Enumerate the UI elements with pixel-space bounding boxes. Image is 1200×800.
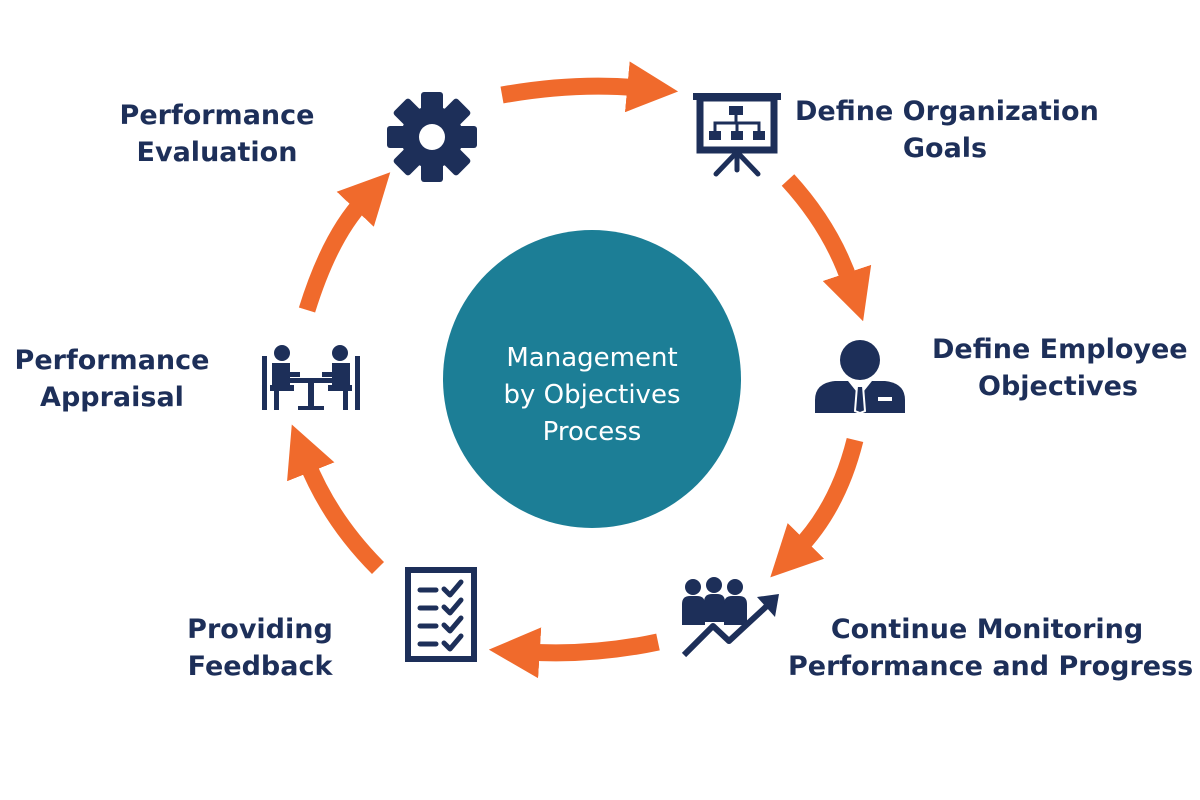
- step-label-define-employee-objectives: Define Employee Objectives: [932, 331, 1188, 405]
- arrow-monitoring-to-feedback: [488, 627, 660, 679]
- step-label-line: Performance: [119, 100, 315, 131]
- center-title-line: Process: [542, 417, 642, 447]
- step-label-line: Define Employee: [932, 334, 1188, 365]
- step-label-performance-evaluation: Performance Evaluation: [118, 97, 316, 171]
- center-circle: Management by Objectives Process: [443, 230, 741, 528]
- center-title: Management by Objectives Process: [443, 340, 741, 451]
- step-label-line: Appraisal: [40, 382, 184, 413]
- step-label-line: Objectives: [978, 371, 1138, 402]
- center-title-line: by Objectives: [503, 380, 681, 410]
- step-label-line: Define Organization: [795, 96, 1099, 127]
- step-label-define-organization-goals: Define Organization Goals: [795, 93, 1099, 167]
- employee-icon: [815, 340, 905, 415]
- arrow-employee-to-monitoring: [770, 437, 864, 578]
- step-label-line: Continue Monitoring: [830, 614, 1144, 645]
- step-label-continue-monitoring: Continue Monitoring Performance and Prog…: [788, 611, 1194, 685]
- center-title-line: Management: [506, 343, 678, 373]
- arrow-evaluation-to-goals: [500, 61, 679, 113]
- gear-icon: [387, 92, 477, 182]
- arrow-appraisal-to-evaluation: [298, 172, 391, 313]
- arrow-feedback-to-appraisal: [287, 424, 385, 575]
- step-label-performance-appraisal: Performance Appraisal: [14, 342, 210, 416]
- step-label-line: Providing: [187, 614, 333, 645]
- checklist-icon: [405, 567, 477, 662]
- step-label-providing-feedback: Providing Feedback: [186, 611, 334, 685]
- arrow-goals-to-employee: [781, 174, 872, 322]
- step-label-line: Performance and Progress: [788, 651, 1194, 682]
- step-label-line: Performance: [14, 345, 210, 376]
- step-label-line: Evaluation: [136, 137, 298, 168]
- presentation-board-icon: [693, 93, 781, 177]
- team-growth-icon: [681, 577, 779, 658]
- step-label-line: Feedback: [187, 651, 333, 682]
- meeting-icon: [262, 345, 360, 410]
- step-label-line: Goals: [902, 133, 988, 164]
